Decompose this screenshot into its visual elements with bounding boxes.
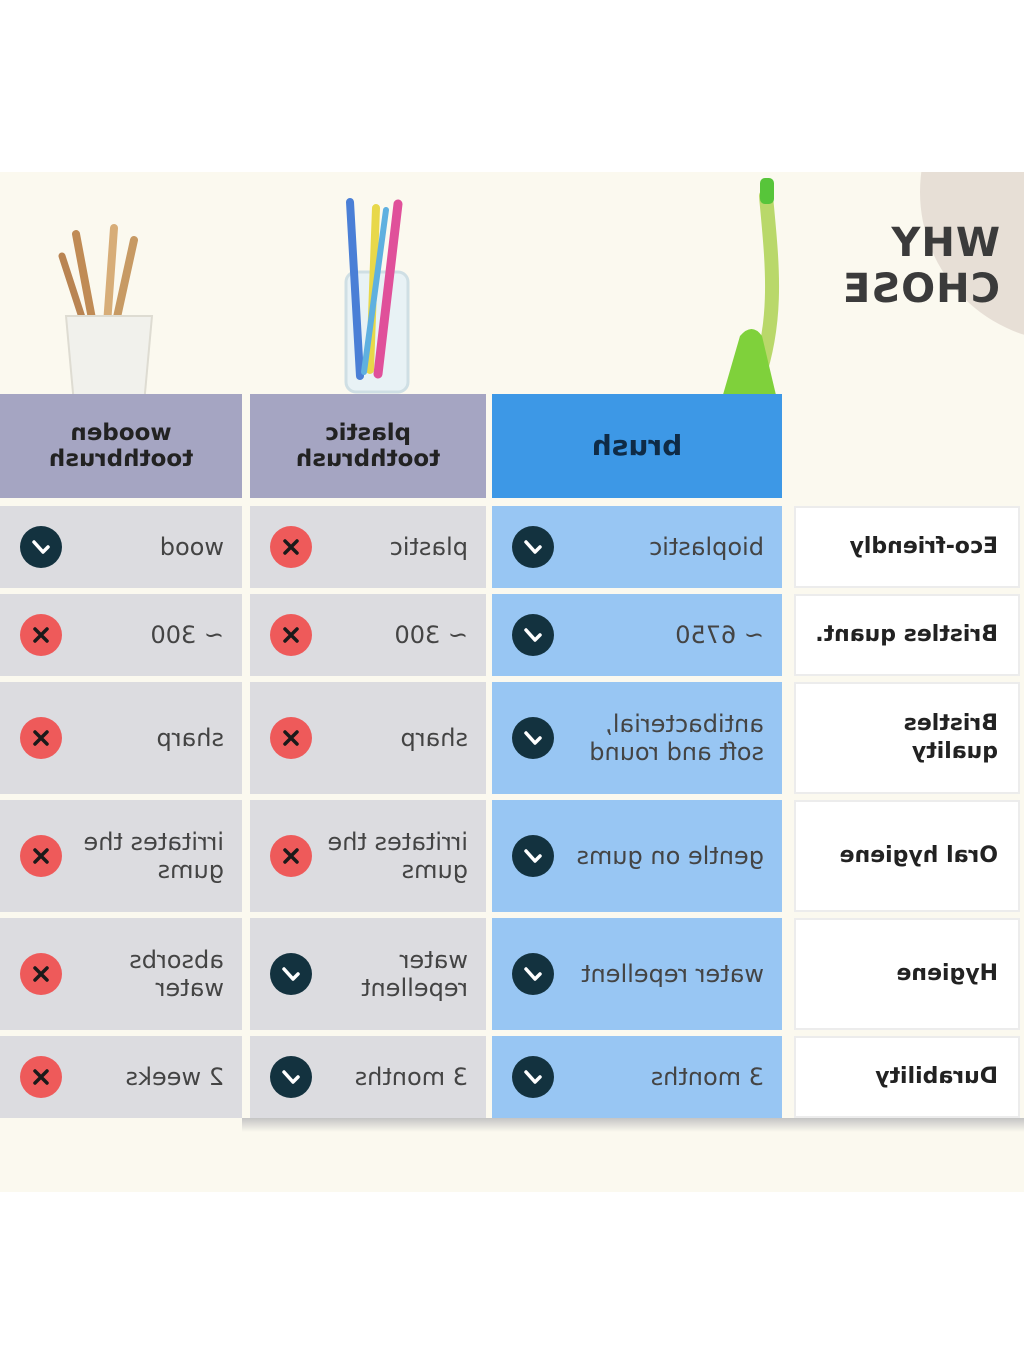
table-cell: bioplastic	[492, 506, 782, 588]
cell-value: 2 weeks	[125, 1063, 224, 1091]
cell-value: water repellent	[581, 960, 764, 988]
cell-value: ~ 300	[150, 621, 224, 649]
row-label: Bristles quality	[794, 682, 1020, 794]
cross-icon	[270, 614, 312, 656]
check-icon	[512, 1056, 554, 1098]
row-label: Hygiene	[794, 918, 1020, 1030]
check-icon	[20, 526, 62, 568]
column-header-1: brush	[492, 394, 782, 498]
plastic-toothbrushes-image	[344, 198, 410, 394]
column-header-label: wooden toothbrush	[48, 420, 194, 472]
table-shadow	[242, 1118, 1024, 1132]
row-label-text: Eco-friendly	[849, 534, 999, 559]
row-label: Eco-friendly	[794, 506, 1020, 588]
cell-value: irritates the gums	[327, 828, 468, 884]
table-cell: absorbs water	[0, 918, 242, 1030]
cross-icon	[20, 717, 62, 759]
column-header-2: plastic toothbrush	[250, 394, 486, 498]
table-cell: water repellent	[492, 918, 782, 1030]
table-cell: sharp	[250, 682, 486, 794]
cross-icon	[20, 835, 62, 877]
check-icon	[270, 953, 312, 995]
row-label-text: Hygiene	[896, 961, 998, 986]
check-icon	[270, 1056, 312, 1098]
table-cell: 3 months	[492, 1036, 782, 1118]
table-cell: ~ 6750	[492, 594, 782, 676]
wooden-toothbrushes-image	[58, 224, 154, 413]
green-toothbrush-image	[718, 178, 780, 412]
column-header-label: brush	[591, 429, 683, 462]
table-cell: plastic	[250, 506, 486, 588]
table-cell: 3 months	[250, 1036, 486, 1118]
row-label: Durability	[794, 1036, 1020, 1118]
row-label: Bristles quant.	[794, 594, 1020, 676]
cell-value: antibacterial, soft and round	[589, 710, 764, 766]
cell-value: irritates the gums	[83, 828, 224, 884]
check-icon	[512, 953, 554, 995]
cell-value: gentle on gums	[576, 842, 764, 870]
check-icon	[512, 717, 554, 759]
cell-value: ~ 300	[394, 621, 468, 649]
column-header-label: plastic toothbrush	[295, 420, 441, 472]
cross-icon	[20, 953, 62, 995]
cell-value: 3 months	[650, 1063, 764, 1091]
cell-value: ~ 6750	[675, 621, 764, 649]
cross-icon	[270, 526, 312, 568]
row-label-text: Bristles quality	[903, 711, 998, 764]
table-cell: irritates the gums	[0, 800, 242, 912]
table-cell: gentle on gums	[492, 800, 782, 912]
cell-value: plastic	[389, 533, 468, 561]
check-icon	[512, 835, 554, 877]
column-header-3: wooden toothbrush	[0, 394, 242, 498]
table-cell: water repellent	[250, 918, 486, 1030]
table-cell: irritates the gums	[250, 800, 486, 912]
table-cell: ~ 300	[250, 594, 486, 676]
table-cell: antibacterial, soft and round	[492, 682, 782, 794]
row-label-text: Bristles quant.	[815, 622, 998, 647]
cross-icon	[270, 835, 312, 877]
cross-icon	[20, 1056, 62, 1098]
cell-value: sharp	[400, 724, 468, 752]
check-icon	[512, 614, 554, 656]
cell-value: wood	[159, 533, 224, 561]
table-cell: ~ 300	[0, 594, 242, 676]
cell-value: water repellent	[361, 946, 468, 1002]
table-cell: wood	[0, 506, 242, 588]
cell-value: absorbs water	[129, 946, 224, 1002]
row-label-text: Durability	[875, 1064, 998, 1089]
cross-icon	[20, 614, 62, 656]
table-cell: sharp	[0, 682, 242, 794]
cell-value: sharp	[156, 724, 224, 752]
row-label: Oral hygiene	[794, 800, 1020, 912]
check-icon	[512, 526, 554, 568]
cell-value: bioplastic	[649, 533, 764, 561]
cross-icon	[270, 717, 312, 759]
row-label-text: Oral hygiene	[839, 843, 998, 868]
cell-value: 3 months	[354, 1063, 468, 1091]
table-cell: 2 weeks	[0, 1036, 242, 1118]
